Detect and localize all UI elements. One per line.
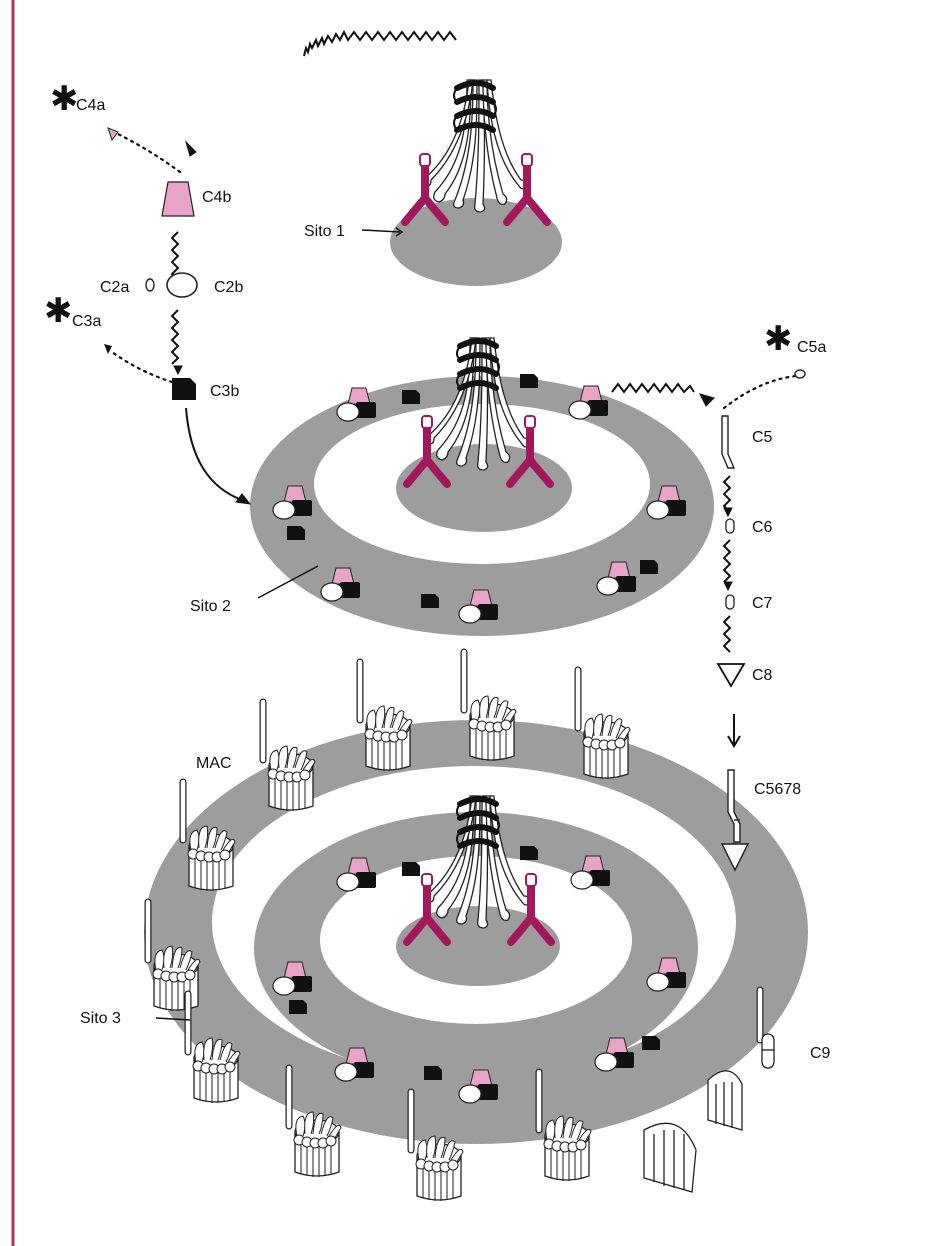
site-1-antigen-antibody (405, 80, 547, 222)
label-c6: C6 (752, 519, 773, 536)
label-c7: C7 (752, 595, 773, 612)
asterisk-icon: ✱ (764, 319, 793, 359)
label-mac: MAC (196, 755, 232, 772)
label-sito-3: Sito 3 (80, 1010, 121, 1027)
label-c5678: C5678 (754, 781, 801, 798)
label-c2a: C2a (100, 279, 129, 296)
asterisk-icon: ✱ (50, 79, 79, 119)
label-c4b: C4b (202, 189, 231, 206)
label-c3a: C3a (72, 313, 101, 330)
label-c8: C8 (752, 667, 773, 684)
label-sito-2: Sito 2 (190, 598, 231, 615)
asterisk-icon: ✱ (44, 291, 73, 331)
label-c5a: C5a (797, 339, 826, 356)
label-c9: C9 (810, 1045, 831, 1062)
label-c5: C5 (752, 429, 773, 446)
label-c4a: C4a (76, 97, 105, 114)
cascade-left-molecules (104, 128, 197, 400)
label-c3b: C3b (210, 383, 239, 400)
label-sito-1: Sito 1 (304, 223, 345, 240)
label-c2b: C2b (214, 279, 243, 296)
